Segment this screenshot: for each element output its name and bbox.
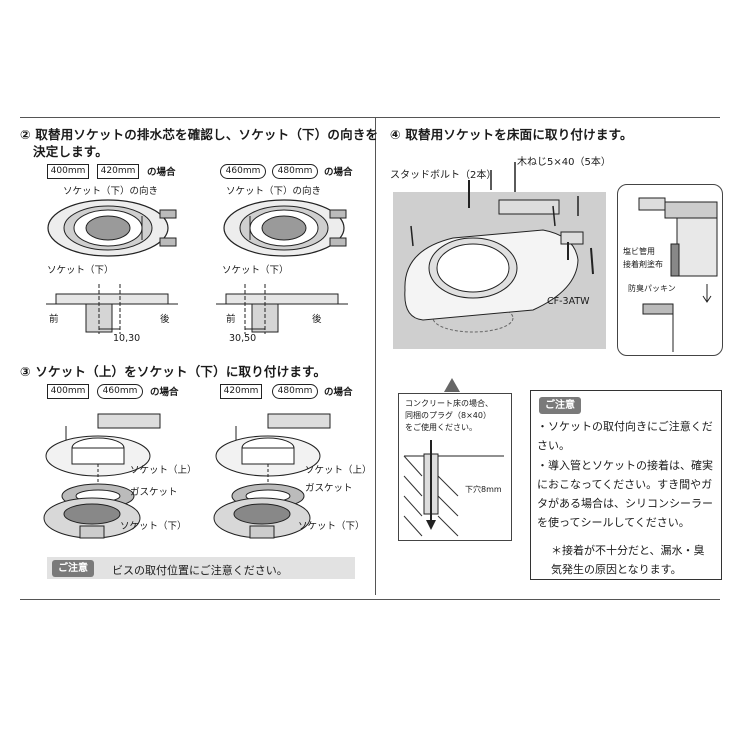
- pilot-hole-label: 下穴8mm: [465, 485, 502, 494]
- step2-heading-line2: 決定します。: [33, 144, 108, 159]
- concrete-floor-box: [398, 393, 512, 541]
- wood-screw-label: 木ねじ5×40（5本）: [517, 157, 611, 168]
- case-suffix: の場合: [150, 387, 179, 398]
- size-pill-460: 460mm: [220, 164, 266, 179]
- size-box-400: 400mm: [47, 164, 89, 179]
- size-box-420: 420mm: [97, 164, 139, 179]
- top-rule: [20, 117, 720, 118]
- orientation-label: ソケット（下）の向き: [226, 186, 322, 197]
- socket-lower-label: ソケット（下）: [120, 521, 187, 532]
- note-item-2: ・導入管とソケットの接着は、確実におこなってください。すき間やガタがある場合は、…: [537, 459, 713, 529]
- back-label: 後: [312, 314, 322, 325]
- socket-top-view-left: [47, 199, 177, 257]
- odor-packing-label: 防臭パッキン: [628, 284, 676, 293]
- step2-heading-line1: ② 取替用ソケットの排水芯を確認し、ソケット（下）の向きを: [20, 127, 379, 142]
- caution-bar: [47, 557, 355, 579]
- socket-lower-label: ソケット（下）: [47, 265, 114, 276]
- caution-badge: ご注意: [52, 560, 94, 577]
- dimension-label: 10,30: [113, 333, 141, 344]
- note-item-3: ＊接着が不十分だと、漏水・臭気発生の原因となります。: [551, 544, 705, 576]
- caution-text: ビスの取付位置にご注意ください。: [112, 564, 288, 577]
- pvc-label-line1: 塩ビ管用: [623, 247, 655, 256]
- note-item-1: ・ソケットの取付向きにご注意ください。: [537, 420, 713, 452]
- dimension-label: 30,50: [229, 333, 257, 344]
- size-box-420: 420mm: [220, 384, 262, 399]
- size-pill-480: 480mm: [272, 384, 318, 399]
- size-pill-480: 480mm: [272, 164, 318, 179]
- socket-section-right: [216, 284, 348, 334]
- concrete-line2: 同梱のプラグ（8×40）: [405, 411, 491, 420]
- column-divider: [375, 117, 376, 595]
- socket-exploded-left: [43, 413, 161, 539]
- socket-top-view-right: [223, 199, 347, 257]
- gasket-label: ガスケット: [130, 487, 178, 498]
- concrete-plug-illustration: [403, 440, 504, 537]
- case-suffix: の場合: [324, 167, 353, 178]
- front-label: 前: [226, 314, 236, 325]
- size-box-400: 400mm: [47, 384, 89, 399]
- concrete-line1: コンクリート床の場合、: [405, 399, 493, 408]
- pvc-label-line2: 接着剤塗布: [623, 260, 663, 269]
- stud-bolt-label: スタッドボルト（2本）: [390, 170, 497, 181]
- socket-upper-label: ソケット（上）: [305, 465, 372, 476]
- gasket-label: ガスケット: [305, 483, 353, 494]
- detail-section-illustration: [638, 197, 718, 352]
- model-label: CF-3ATW: [547, 296, 590, 307]
- bottom-rule: [20, 599, 720, 600]
- socket-section-left: [46, 284, 178, 334]
- case-suffix: の場合: [147, 167, 176, 178]
- notes-badge: ご注意: [539, 397, 581, 414]
- notes-box: ご注意 ・ソケットの取付向きにご注意ください。 ・導入管とソケットの接着は、確実…: [530, 390, 722, 580]
- front-label: 前: [49, 314, 59, 325]
- socket-install-illustration: [404, 162, 594, 333]
- socket-lower-label: ソケット（下）: [222, 265, 289, 276]
- triangle-pointer-icon: [444, 378, 460, 392]
- step4-heading: ④ 取替用ソケットを床面に取り付けます。: [390, 127, 633, 142]
- concrete-line3: をご使用ください。: [405, 423, 477, 432]
- case-suffix: の場合: [324, 387, 353, 398]
- socket-upper-label: ソケット（上）: [130, 465, 197, 476]
- socket-exploded-right: [213, 413, 331, 539]
- size-pill-460: 460mm: [97, 384, 143, 399]
- socket-lower-label: ソケット（下）: [298, 521, 365, 532]
- back-label: 後: [160, 314, 170, 325]
- step3-heading: ③ ソケット（上）をソケット（下）に取り付けます。: [20, 364, 327, 379]
- orientation-label: ソケット（下）の向き: [63, 186, 159, 197]
